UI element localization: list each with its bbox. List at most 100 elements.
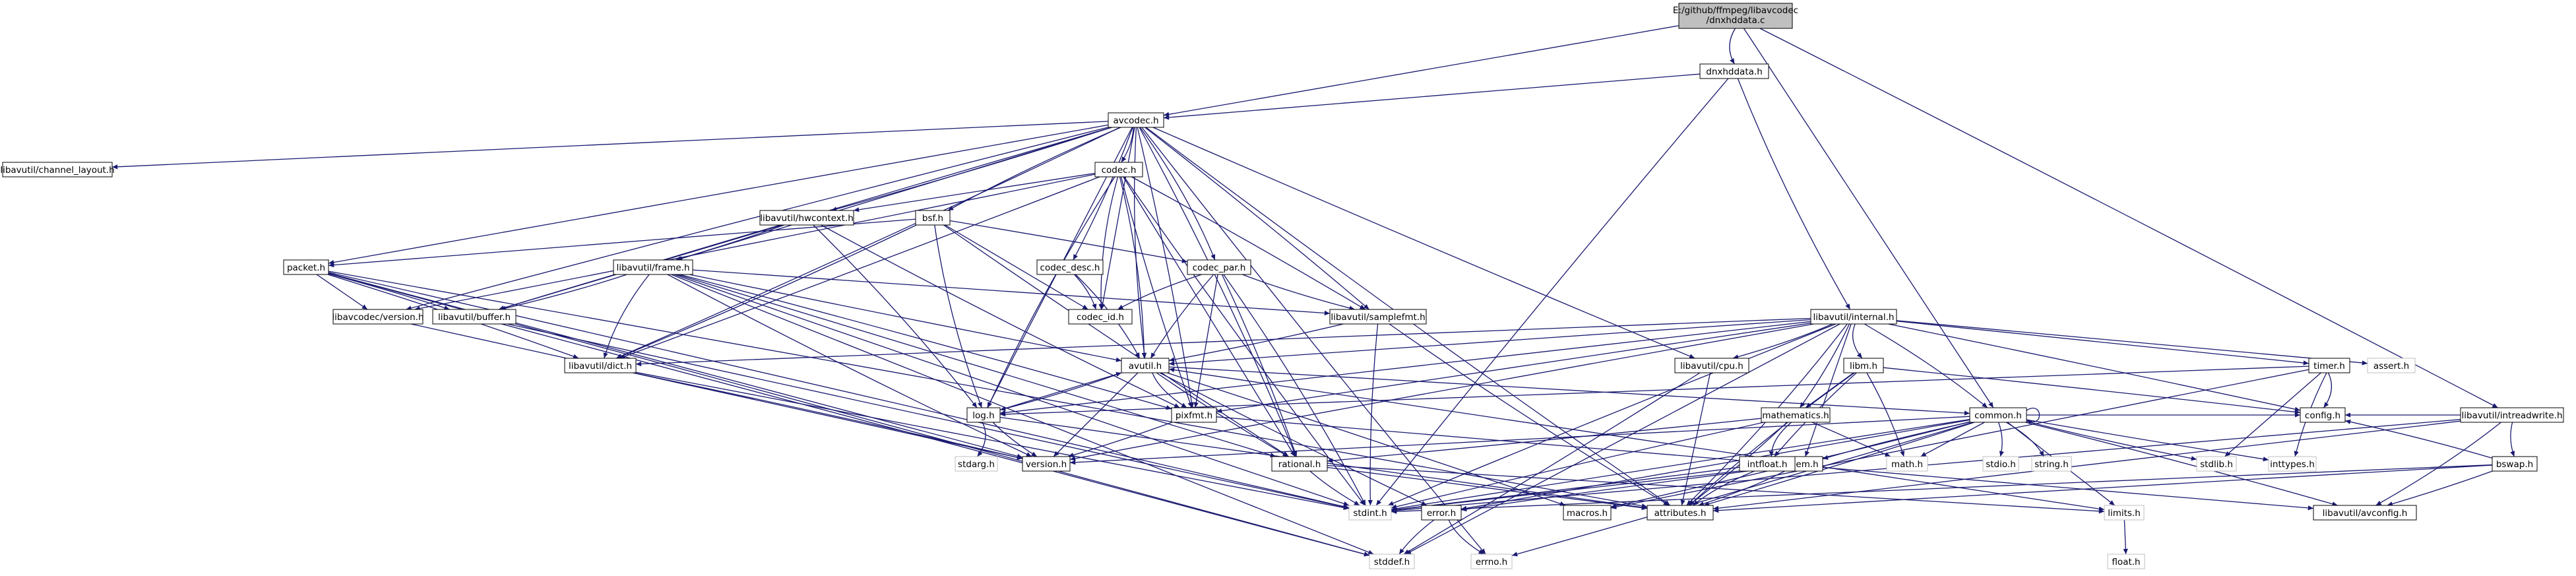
node-stdlib[interactable]: stdlib.h xyxy=(2196,456,2237,472)
edge-avcodec-to-rational xyxy=(1139,127,1297,457)
node-stddef[interactable]: stddef.h xyxy=(1369,554,1415,569)
node-pixfmt[interactable]: pixfmt.h xyxy=(1171,407,1217,423)
edge-timer-to-config xyxy=(2323,372,2333,408)
node-timer[interactable]: timer.h xyxy=(2308,358,2350,373)
node-lavc-version[interactable]: libavcodec/version.h xyxy=(332,309,424,325)
node-error[interactable]: error.h xyxy=(1421,505,1462,521)
edge-internal-to-cpu xyxy=(1732,323,1833,360)
edge-avutil-to-macros xyxy=(1166,372,1566,506)
edge-bswap-to-attributes xyxy=(1712,464,2493,513)
node-frame[interactable]: libavutil/frame.h xyxy=(613,259,693,275)
edge-mem-to-error xyxy=(1461,466,1784,512)
edge-libm-to-config xyxy=(1883,367,2301,414)
edge-rational-to-limits xyxy=(1327,464,2105,514)
node-assert[interactable]: assert.h xyxy=(2367,358,2416,373)
node-label: codec_id.h xyxy=(1077,312,1124,323)
node-label: bsf.h xyxy=(922,213,943,224)
node-stdio[interactable]: stdio.h xyxy=(1982,456,2019,472)
node-intreadwrite[interactable]: libavutil/intreadwrite.h xyxy=(2460,407,2564,423)
edge-common-to-version xyxy=(1069,416,1970,465)
node-version[interactable]: version.h xyxy=(1022,456,1071,472)
node-float[interactable]: float.h xyxy=(2107,554,2145,569)
edge-samplefmt-to-attributes xyxy=(1389,323,1670,506)
edge-frame-to-stddef xyxy=(671,274,1374,555)
edge-buffer-to-stdint xyxy=(507,323,1350,509)
node-codec-desc[interactable]: codec_desc.h xyxy=(1036,259,1104,275)
edge-internal-to-common xyxy=(1864,323,1988,408)
edge-avcodec-to-codec_id xyxy=(1100,127,1135,310)
node-label: libavutil/samplefmt.h xyxy=(1331,312,1425,323)
edge-bsf-to-codec_par xyxy=(949,220,1188,263)
node-label: version.h xyxy=(1026,459,1067,470)
edge-log-to-avutil xyxy=(999,371,1122,410)
edge-codec-to-lavc_version xyxy=(414,174,1096,311)
node-label: timer.h xyxy=(2313,361,2345,371)
edge-mem-to-attributes xyxy=(1698,470,1785,506)
node-avcodec[interactable]: avcodec.h xyxy=(1108,112,1164,128)
edge-intfloat-to-stdint xyxy=(1391,466,1740,512)
node-stdint[interactable]: stdint.h xyxy=(1348,505,1392,521)
node-macros[interactable]: macros.h xyxy=(1563,505,1612,521)
edge-codec-to-codec_id xyxy=(1098,176,1119,310)
node-common[interactable]: common.h xyxy=(1969,407,2027,423)
edge-avcodec-to-errno xyxy=(1141,127,1486,555)
node-root[interactable]: E:/github/ffmpeg/libavcodec/dnxhddata.c xyxy=(1673,3,1798,29)
node-buffer[interactable]: libavutil/buffer.h xyxy=(432,309,517,325)
edge-avutil-to-log xyxy=(999,372,1122,411)
edge-log-to-version xyxy=(992,422,1038,457)
node-inttypes[interactable]: inttypes.h xyxy=(2268,456,2317,472)
node-label: avcodec.h xyxy=(1113,115,1158,126)
edge-dnxhddata-to-avcodec xyxy=(1163,73,1701,120)
node-label: libavutil/buffer.h xyxy=(438,312,511,323)
edge-internal-to-version xyxy=(1069,323,1814,461)
node-codec-par[interactable]: codec_par.h xyxy=(1187,259,1251,275)
edge-error-to-stddef xyxy=(1398,519,1435,555)
node-rational[interactable]: rational.h xyxy=(1271,456,1328,472)
edge-dnxhddata-to-stdint xyxy=(1375,78,1729,506)
node-log[interactable]: log.h xyxy=(966,407,1001,423)
edge-frame-to-stdint xyxy=(674,274,1350,506)
node-codec-id[interactable]: codec_id.h xyxy=(1068,309,1133,325)
edge-mem-to-avutil xyxy=(1168,368,1784,462)
node-dnxhddata[interactable]: dnxhddata.h xyxy=(1699,63,1769,79)
edge-packet-to-buffer xyxy=(328,273,450,310)
edge-codec_par-to-avutil xyxy=(1150,274,1214,359)
node-samplefmt[interactable]: libavutil/samplefmt.h xyxy=(1329,309,1427,325)
node-cpu[interactable]: libavutil/cpu.h xyxy=(1674,358,1749,373)
node-label: attributes.h xyxy=(1654,508,1707,519)
node-libm[interactable]: libm.h xyxy=(1843,358,1884,373)
node-bswap[interactable]: bswap.h xyxy=(2492,456,2538,472)
edge-mem-to-limits xyxy=(1822,466,2105,511)
node-intfloat[interactable]: intfloat.h xyxy=(1739,456,1796,472)
node-attributes[interactable]: attributes.h xyxy=(1647,505,1714,521)
node-avutil[interactable]: avutil.h xyxy=(1121,358,1170,373)
node-dict[interactable]: libavutil/dict.h xyxy=(564,358,637,373)
edge-log-to-stdarg xyxy=(977,422,986,457)
edge-avcodec-to-ch_layout xyxy=(111,121,1109,170)
edge-avutil-to-version xyxy=(1053,372,1139,457)
node-errno[interactable]: errno.h xyxy=(1470,554,1513,569)
node-bsf[interactable]: bsf.h xyxy=(915,210,951,226)
edge-mathematics-to-stdint xyxy=(1391,422,1765,509)
edge-frame-to-dict xyxy=(603,274,650,359)
node-config[interactable]: config.h xyxy=(2300,407,2346,423)
node-label: assert.h xyxy=(2373,361,2409,371)
node-hwcontext[interactable]: libavutil/hwcontext.h xyxy=(759,210,854,226)
node-string[interactable]: string.h xyxy=(2031,456,2072,472)
edge-avcodec-to-dict xyxy=(615,127,1121,359)
node-label: string.h xyxy=(2034,459,2069,470)
node-ch-layout[interactable]: libavutil/channel_layout.h xyxy=(0,162,115,177)
node-avconfig[interactable]: libavutil/avconfig.h xyxy=(2313,505,2417,521)
node-math[interactable]: math.h xyxy=(1886,456,1928,472)
edge-frame-to-pixfmt xyxy=(679,274,1172,410)
node-internal[interactable]: libavutil/internal.h xyxy=(1810,309,1897,325)
node-limits[interactable]: limits.h xyxy=(2104,505,2145,521)
edge-common-to-stdlib xyxy=(2026,420,2197,461)
node-codec[interactable]: codec.h xyxy=(1094,162,1143,177)
node-mathematics[interactable]: mathematics.h xyxy=(1761,407,1831,423)
node-packet[interactable]: packet.h xyxy=(283,259,329,275)
node-stdarg[interactable]: stdarg.h xyxy=(955,456,998,472)
node-label: libavutil/avconfig.h xyxy=(2323,508,2408,519)
edge-codec-to-log xyxy=(987,176,1115,408)
edge-mem-to-stdint xyxy=(1391,465,1784,513)
